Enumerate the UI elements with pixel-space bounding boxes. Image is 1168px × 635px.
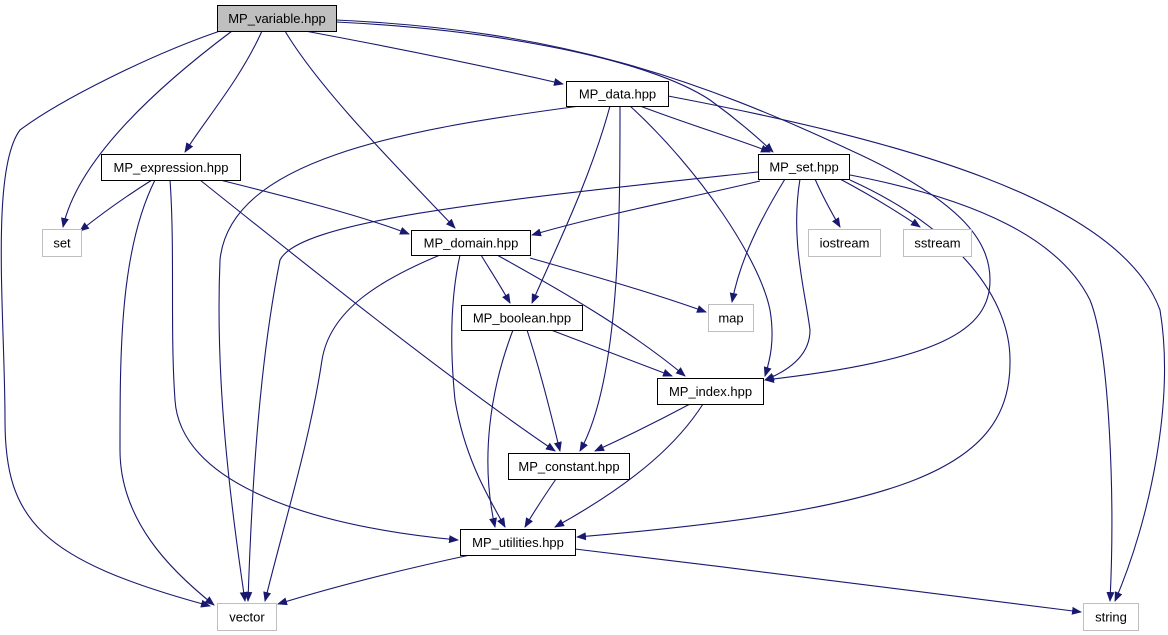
node-label: string — [1095, 610, 1127, 625]
edge-mp-variable-to-mp-expression — [184, 30, 263, 153]
edge-mp-domain-to-mp-utilities — [451, 254, 506, 528]
node-box — [461, 305, 583, 331]
edge-mp-data-to-mp-set — [639, 105, 771, 153]
edge-mp-domain-to-mp-boolean — [480, 254, 511, 304]
edge-mp-set-to-mp-domain — [531, 180, 761, 237]
node-mp-domain[interactable]: MP_domain.hpp — [411, 230, 531, 256]
node-label: MP_set.hpp — [769, 160, 838, 175]
edge-mp-boolean-to-mp-utilities — [487, 329, 514, 528]
node-box — [42, 229, 82, 257]
node-set: set — [42, 229, 82, 257]
node-string: string — [1083, 603, 1139, 631]
edge-mp-set-to-string — [849, 174, 1115, 602]
node-label: MP_expression.hpp — [114, 160, 229, 175]
node-mp-expression[interactable]: MP_expression.hpp — [101, 154, 241, 181]
node-box — [1083, 603, 1139, 631]
edge-mp-expression-to-vector — [119, 179, 215, 606]
node-label: set — [53, 236, 71, 251]
node-label: MP_utilities.hpp — [472, 535, 564, 550]
node-label: iostream — [820, 236, 870, 251]
edge-mp-domain-to-vector — [263, 254, 441, 602]
edges-layer — [0, 19, 1165, 615]
node-box — [217, 603, 277, 631]
edge-mp-variable-to-mp-set — [335, 21, 774, 153]
edge-mp-data-to-mp-index — [629, 105, 773, 377]
node-box — [708, 304, 754, 332]
node-box — [903, 229, 972, 257]
node-box — [657, 378, 764, 405]
node-iostream: iostream — [808, 229, 881, 257]
node-label: MP_data.hpp — [579, 87, 656, 102]
node-label: MP_constant.hpp — [518, 459, 619, 474]
node-mp-data[interactable]: MP_data.hpp — [566, 81, 669, 107]
edge-mp-data-to-mp-constant — [579, 105, 621, 452]
edge-mp-domain-to-map — [529, 257, 707, 313]
node-box — [758, 154, 850, 180]
edge-mp-expression-to-set — [79, 179, 153, 232]
edge-mp-set-to-sstream — [839, 178, 921, 228]
node-mp-index[interactable]: MP_index.hpp — [657, 378, 764, 405]
edge-mp-variable-to-mp-data — [304, 30, 564, 86]
edge-mp-index-to-mp-constant — [594, 403, 691, 452]
node-label: MP_index.hpp — [669, 384, 752, 399]
edge-mp-index-to-mp-utilities — [554, 403, 704, 528]
node-box — [508, 453, 630, 480]
node-label: MP_domain.hpp — [424, 236, 519, 251]
nodes-layer: MP_variable.hppMP_data.hppMP_expression.… — [42, 5, 1139, 631]
node-label: sstream — [914, 236, 960, 251]
node-mp-constant[interactable]: MP_constant.hpp — [508, 453, 630, 480]
edge-mp-data-to-vector — [218, 105, 581, 602]
node-box — [217, 5, 337, 32]
node-mp-utilities[interactable]: MP_utilities.hpp — [460, 529, 576, 556]
node-label: MP_variable.hpp — [228, 11, 326, 26]
edge-mp-constant-to-mp-utilities — [524, 478, 557, 528]
edge-mp-domain-to-mp-index — [496, 254, 686, 377]
node-box — [411, 230, 531, 256]
edge-mp-data-to-string — [667, 95, 1165, 602]
edge-mp-boolean-to-mp-index — [550, 329, 673, 377]
edge-mp-expression-to-mp-utilities — [169, 179, 459, 544]
edge-mp-boolean-to-mp-constant — [526, 329, 562, 452]
node-vector: vector — [217, 603, 277, 631]
edge-mp-variable-to-mp-domain — [284, 30, 456, 229]
edge-mp-utilities-to-string — [574, 548, 1082, 615]
edge-mp-set-to-iostream — [814, 178, 841, 228]
node-label: MP_boolean.hpp — [473, 311, 571, 326]
edge-mp-set-to-mp-index — [764, 178, 811, 381]
edge-mp-variable-to-mp-index — [335, 19, 991, 383]
node-sstream: sstream — [903, 229, 972, 257]
node-mp-variable[interactable]: MP_variable.hpp — [217, 5, 337, 32]
node-mp-set[interactable]: MP_set.hpp — [758, 154, 850, 180]
edge-mp-expression-to-mp-domain — [219, 179, 410, 235]
node-label: vector — [229, 610, 265, 625]
node-box — [460, 529, 576, 556]
edge-mp-data-to-mp-boolean — [531, 105, 611, 304]
edge-mp-set-to-vector — [244, 171, 759, 602]
node-box — [808, 229, 881, 257]
node-mp-boolean[interactable]: MP_boolean.hpp — [461, 305, 583, 331]
edge-mp-set-to-map — [729, 178, 786, 303]
edge-mp-utilities-to-vector — [277, 554, 471, 606]
edge-mp-expression-to-mp-constant — [199, 179, 556, 452]
node-label: map — [718, 311, 743, 326]
edge-mp-variable-to-vector — [0, 30, 221, 608]
edge-mp-variable-to-set — [61, 30, 233, 228]
node-box — [101, 154, 241, 181]
node-box — [566, 81, 669, 107]
node-map: map — [708, 304, 754, 332]
